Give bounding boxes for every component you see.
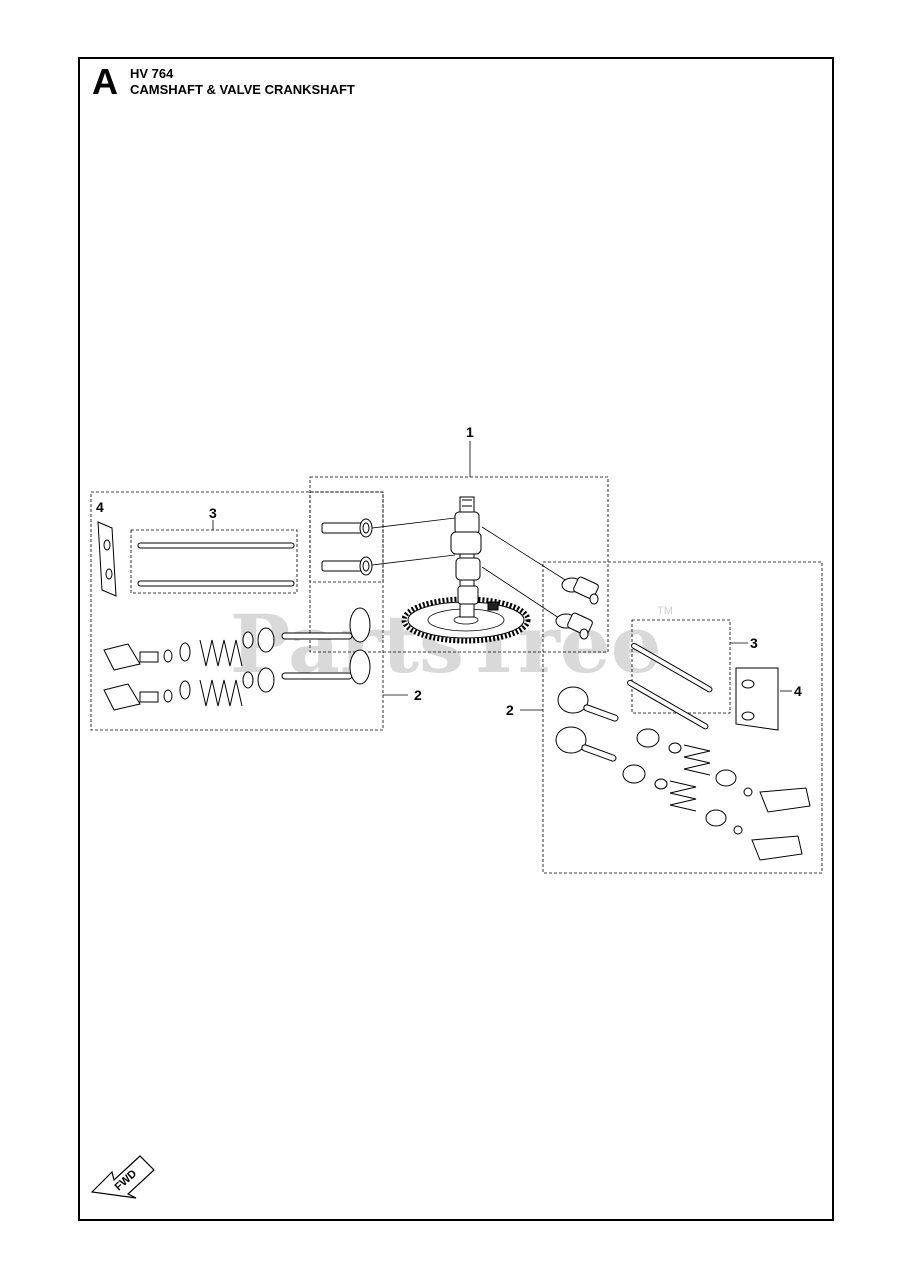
camshaft-gear (401, 596, 531, 644)
lifter-upper-left (321, 518, 373, 538)
diagram-frame (78, 57, 834, 1221)
callout-1-camshaft: 1 (466, 424, 474, 440)
diagram-title: CAMSHAFT & VALVE CRANKSHAFT (130, 82, 355, 97)
lifter-upper-right (561, 576, 599, 605)
left-valve-train-upper (103, 607, 371, 671)
camshaft-group-box (309, 476, 609, 653)
left-valve-group-box (90, 491, 384, 731)
right-valve-train-upper (557, 686, 811, 813)
forward-direction-arrow: FWD (90, 1155, 155, 1199)
callout-4-right: 4 (794, 683, 802, 699)
lifter-lower-right (555, 612, 593, 640)
section-letter: A (92, 61, 118, 102)
callout-3-right: 3 (750, 635, 758, 651)
callout-3-left: 3 (209, 505, 217, 521)
left-pushrod-box (130, 529, 298, 594)
callout-4-left: 4 (96, 499, 104, 515)
callout-2-right: 2 (506, 702, 514, 718)
right-guide-plate (735, 667, 779, 731)
right-valve-train-lower (555, 726, 803, 861)
left-pushrods (137, 542, 295, 587)
callout-2-left: 2 (414, 687, 422, 703)
left-guide-plate (97, 521, 117, 597)
left-valve-train-lower (103, 649, 371, 711)
camshaft (450, 496, 499, 618)
watermark-trademark: TM (657, 605, 673, 617)
model-number: HV 764 (130, 66, 174, 81)
lifter-lower-left (321, 556, 373, 576)
right-pushrods (627, 642, 713, 730)
